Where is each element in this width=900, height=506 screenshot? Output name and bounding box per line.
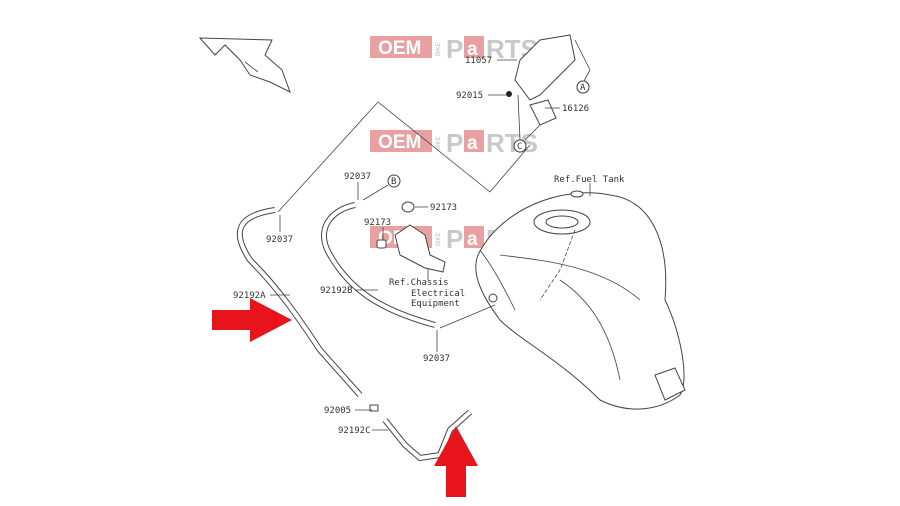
bracket-top-left [198,37,291,94]
label-92037: 92037 [344,172,371,182]
label-92037: 92037 [423,354,450,364]
hose-92192A [236,207,363,397]
label-92192B: 92192B [320,286,353,296]
svg-text:P: P [446,128,463,158]
label-16126: 16126 [562,104,589,114]
label-92005: 92005 [324,406,351,416]
label-ref-chassis: Electrical [411,289,465,299]
svg-text:A: A [580,83,586,93]
chassis-bracket [369,201,446,412]
label-92015: 92015 [456,91,483,101]
label-92173: 92173 [430,203,457,213]
svg-text:RTS: RTS [486,128,538,158]
fuel-tank [475,185,686,410]
svg-text:BIKE: BIKE [436,136,442,150]
svg-text:BIKE: BIKE [436,232,442,246]
svg-text:B: B [391,177,396,187]
callout-a: A [576,80,590,94]
arrow-right-icon [212,298,292,342]
label-ref-chassis: Ref.Chassis [389,278,449,288]
label-92037: 92037 [266,235,293,245]
svg-text:BIKE: BIKE [436,42,442,56]
label-92173: 92173 [364,218,391,228]
svg-text:C: C [517,142,522,152]
label-11057: 11057 [465,56,492,66]
arrow-up-icon [434,426,478,497]
svg-text:OEM: OEM [378,38,421,59]
callout-c: C [513,139,527,153]
svg-text:P: P [446,224,463,254]
svg-text:OEM: OEM [378,132,421,153]
label-ref-fuel-tank: Ref.Fuel Tank [554,175,625,185]
svg-text:a: a [467,229,478,250]
hose-92192C [382,409,473,462]
hose-92192B [321,202,436,328]
callout-b: B [387,174,401,188]
svg-text:a: a [467,133,478,154]
leader-lines [270,59,591,431]
label-ref-chassis: Equipment [411,299,460,309]
svg-text:P: P [446,34,463,64]
label-92192C: 92192C [338,426,371,436]
svg-text:a: a [467,39,478,60]
label-92192A: 92192A [233,291,266,301]
